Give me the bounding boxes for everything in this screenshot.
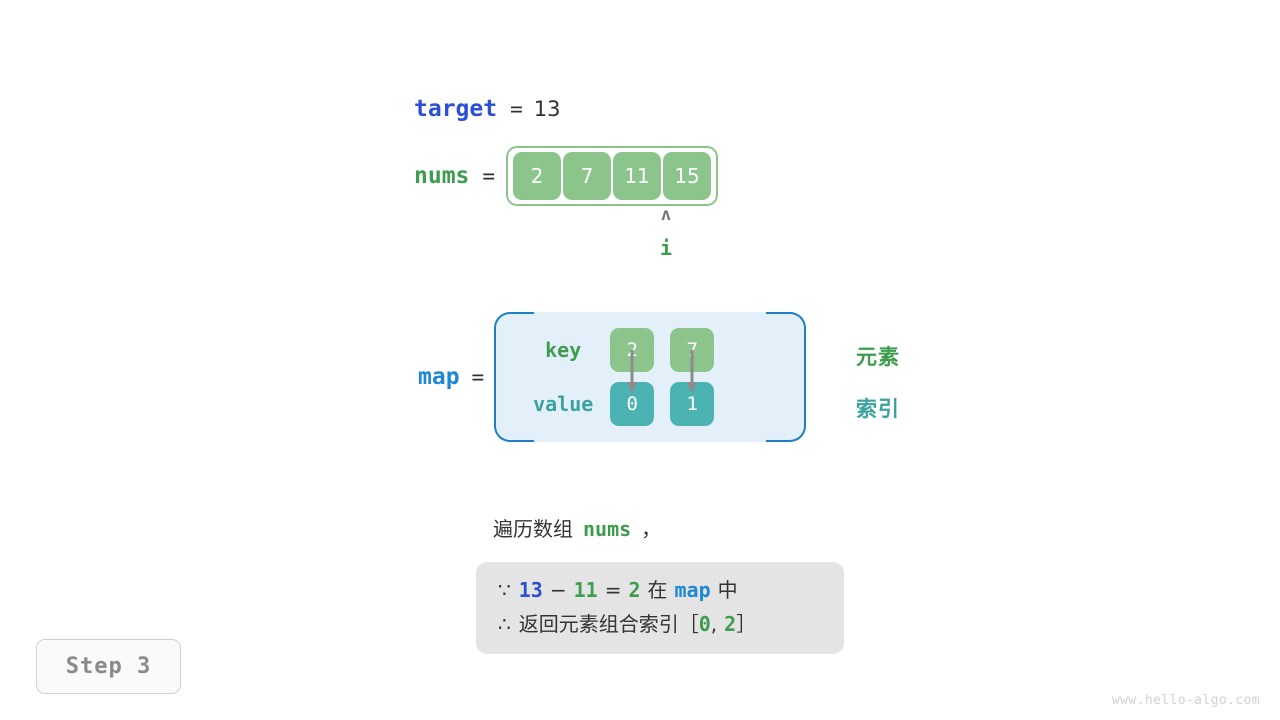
caption-traverse-array: 遍历数组 nums ， — [493, 513, 661, 542]
legend-element-label: 元素 — [856, 345, 900, 369]
bracket-open: ［ — [678, 612, 699, 636]
target-equals-sign: = — [510, 97, 523, 121]
pointer-label-i: i — [659, 236, 673, 260]
nums-variable-name: nums — [414, 163, 470, 189]
map-value-label: value — [533, 392, 594, 416]
nums-row: nums = 2 7 11 15 — [414, 146, 719, 206]
caption-suffix: ， — [641, 517, 662, 541]
map-entry: 7 1 — [670, 328, 715, 426]
down-arrow-icon — [627, 350, 638, 394]
map-container: key value 2 0 7 1 — [494, 312, 807, 442]
note-index-2: 2 — [724, 612, 737, 636]
explanation-line-2: ∴ 返回元素组合索引［0,2］ — [498, 607, 822, 641]
caption-code-nums: nums — [583, 517, 632, 541]
array-cell: 2 — [513, 152, 562, 200]
caption-prefix: 遍历数组 — [493, 517, 573, 541]
bracket-close: ］ — [736, 612, 757, 636]
legend-index-label: 索引 — [856, 397, 900, 421]
array-cell: 15 — [663, 152, 712, 200]
map-key-label: key — [545, 338, 582, 362]
because-symbol: ∵ — [498, 578, 511, 602]
down-arrow-icon — [687, 350, 698, 394]
array-cell: 7 — [563, 152, 612, 200]
map-equals-sign: = — [471, 365, 485, 389]
target-variable-name: target — [414, 96, 498, 122]
caret-up-icon: ʌ — [660, 205, 672, 225]
nums-equals-sign: = — [482, 164, 496, 188]
target-value: 13 — [533, 97, 561, 121]
note-code-map: map — [674, 578, 711, 602]
map-row-labels: key value — [520, 328, 606, 426]
therefore-symbol: ∴ — [498, 612, 511, 636]
note-index-0: 0 — [698, 612, 711, 636]
note-comma: , — [710, 612, 718, 636]
target-row: target = 13 — [414, 92, 560, 126]
index-pointer: ʌ i — [646, 205, 686, 260]
note-zhong-text: 中 — [717, 578, 738, 602]
map-variable-name: map — [418, 364, 460, 390]
step-badge: Step 3 — [36, 639, 181, 694]
array-cell: 11 — [613, 152, 662, 200]
note-value-13: 13 — [518, 578, 543, 602]
map-entry: 2 0 — [610, 328, 655, 426]
note-zai-text: 在 — [647, 578, 668, 602]
minus-operator: − — [549, 578, 567, 602]
note-return-text: 返回元素组合索引 — [518, 612, 679, 636]
nums-array-frame: 2 7 11 15 — [506, 146, 719, 206]
note-value-2: 2 — [628, 578, 641, 602]
map-row: map = key value 2 0 7 1 — [418, 312, 807, 442]
watermark: www.hello-algo.com — [1111, 693, 1260, 708]
equals-operator: = — [604, 578, 622, 602]
map-inner: key value 2 0 7 1 — [494, 328, 715, 426]
map-entry-columns: 2 0 7 1 — [610, 328, 715, 426]
note-value-11: 11 — [573, 578, 598, 602]
